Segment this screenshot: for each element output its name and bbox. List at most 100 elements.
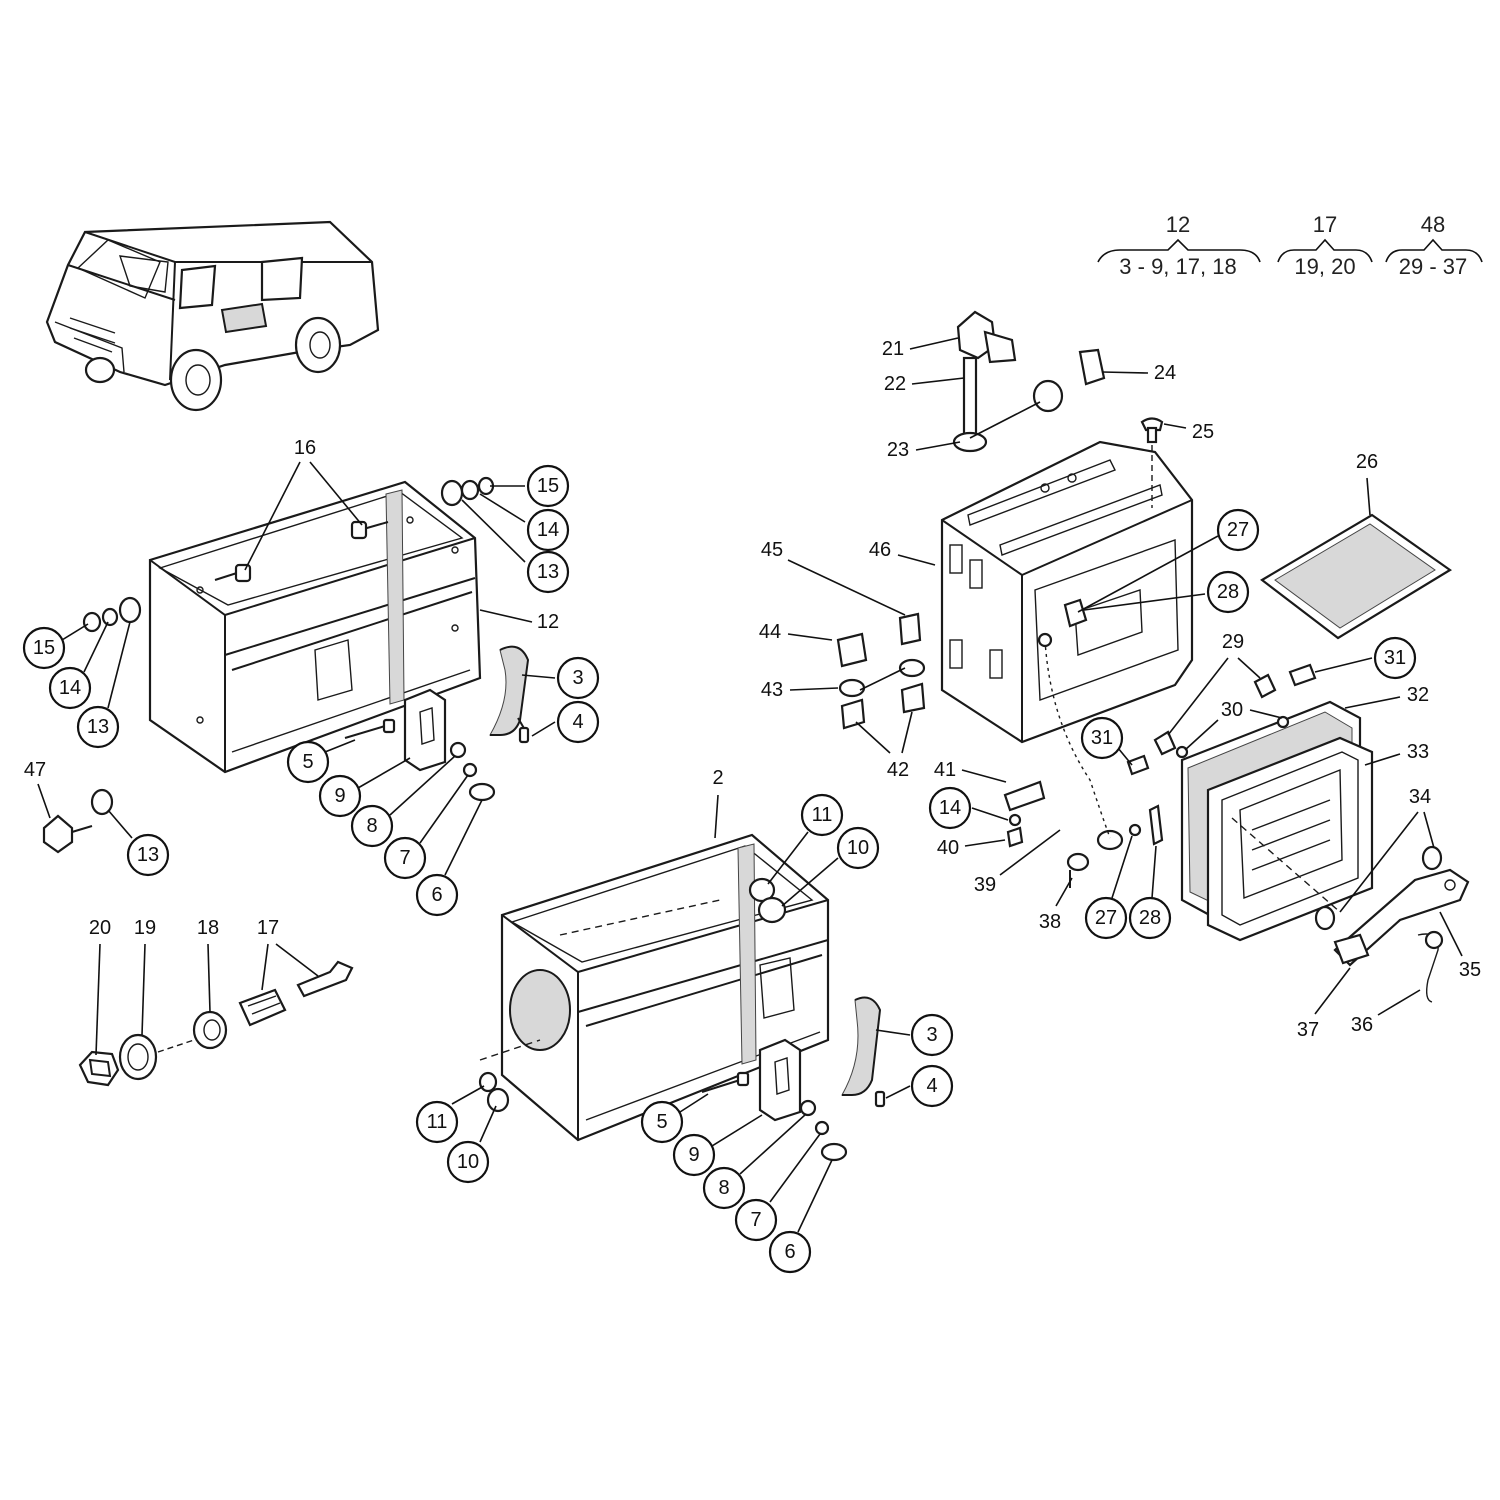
callout-number: 10 (457, 1151, 479, 1173)
callout-number: 3 (572, 667, 583, 689)
lock-assembly (78, 960, 354, 1087)
callout-number: 7 (750, 1209, 761, 1231)
callout-13: 13 (526, 550, 570, 594)
leader-line (1237, 657, 1261, 679)
callout-13: 13 (76, 705, 120, 749)
callout-14: 14 (48, 666, 92, 710)
callout-circle (526, 550, 570, 594)
callout-16: 16 (294, 437, 316, 459)
callout-26: 26 (1356, 451, 1378, 473)
callout-number: 39 (974, 874, 996, 896)
leader-line (207, 943, 211, 1013)
callout-number: 27 (1095, 907, 1117, 929)
leader-line (739, 1113, 807, 1175)
leader-line (1077, 535, 1219, 613)
vent-hardware (952, 310, 1164, 508)
callout-4: 4 (910, 1064, 954, 1108)
door-frame-32-33 (1180, 700, 1374, 942)
callout-circle (556, 656, 600, 700)
callout-14: 14 (928, 786, 972, 830)
callout-12: 12 (537, 611, 559, 633)
callout-21: 21 (882, 338, 904, 360)
leader-line (479, 609, 533, 623)
callout-30: 30 (1221, 699, 1243, 721)
leader-line (964, 839, 1006, 847)
callout-37: 37 (1297, 1019, 1319, 1041)
callout-circle (446, 1140, 490, 1184)
leader-line (479, 1105, 497, 1143)
callout-circle (672, 1133, 716, 1177)
leader-line (37, 783, 51, 819)
group-children-label: 19, 20 (1294, 254, 1355, 279)
callout-36: 36 (1351, 1014, 1373, 1036)
callout-number: 32 (1407, 684, 1429, 706)
callout-number: 5 (656, 1111, 667, 1133)
callout-18: 18 (197, 917, 219, 939)
callout-5: 5 (640, 1100, 684, 1144)
callout-23: 23 (887, 439, 909, 461)
leader-line (531, 721, 556, 737)
leader-line (859, 667, 906, 691)
cover-plate-26 (1260, 513, 1453, 640)
callout-number: 44 (759, 621, 781, 643)
callout-6: 6 (768, 1230, 812, 1274)
callout-25: 25 (1192, 421, 1214, 443)
callout-6: 6 (415, 873, 459, 917)
leader-line (901, 711, 913, 754)
callout-circle (526, 508, 570, 552)
leader-line (389, 755, 456, 816)
callout-number: 13 (537, 561, 559, 583)
callout-10: 10 (836, 826, 880, 870)
leader-line (781, 857, 839, 907)
callout-number: 25 (1192, 421, 1214, 443)
callout-number: 9 (334, 785, 345, 807)
leader-line (324, 739, 356, 753)
callout-circle (1080, 716, 1124, 760)
callout-number: 34 (1409, 786, 1431, 808)
callout-34: 34 (1409, 786, 1431, 808)
leader-line (107, 809, 133, 839)
leader-line (1439, 911, 1463, 957)
callout-number: 21 (882, 338, 904, 360)
leader-line (787, 633, 833, 641)
leader-line (915, 441, 961, 451)
callout-47: 47 (24, 759, 46, 781)
group-17: 17 19, 20 (1277, 212, 1373, 279)
callout-10: 10 (446, 1140, 490, 1184)
leader-line (1111, 835, 1133, 899)
leader-line (885, 1085, 911, 1099)
group-parent-label: 48 (1421, 212, 1445, 237)
callout-number: 26 (1356, 451, 1378, 473)
callout-3: 3 (556, 656, 600, 700)
leader-line (875, 1029, 911, 1036)
leader-line (1167, 657, 1229, 736)
callout-5: 5 (286, 740, 330, 784)
callout-15: 15 (526, 464, 570, 508)
callout-number: 11 (812, 804, 833, 826)
callout-number: 12 (537, 611, 559, 633)
leader-line (419, 774, 469, 844)
callout-number: 33 (1407, 741, 1429, 763)
callout-number: 16 (294, 437, 316, 459)
leader-line (1423, 811, 1435, 849)
callout-circle (1128, 896, 1172, 940)
callout-38: 38 (1039, 911, 1061, 933)
leader-line (61, 623, 89, 641)
callout-circle (1216, 508, 1260, 552)
callout-9: 9 (672, 1133, 716, 1177)
callout-45: 45 (761, 539, 783, 561)
callout-number: 23 (887, 439, 909, 461)
group-12: 12 3 - 9, 17, 18 (1097, 212, 1261, 279)
callout-number: 15 (537, 475, 559, 497)
callout-number: 6 (784, 1241, 795, 1263)
callout-circle (910, 1064, 954, 1108)
callout-number: 4 (572, 711, 583, 733)
callout-43: 43 (761, 679, 783, 701)
leader-line (961, 769, 1007, 783)
leader-line (1249, 709, 1283, 719)
callout-number: 43 (761, 679, 783, 701)
assembly-group-legend: 12 3 - 9, 17, 18 17 19, 20 48 29 - 37 (1097, 212, 1483, 279)
